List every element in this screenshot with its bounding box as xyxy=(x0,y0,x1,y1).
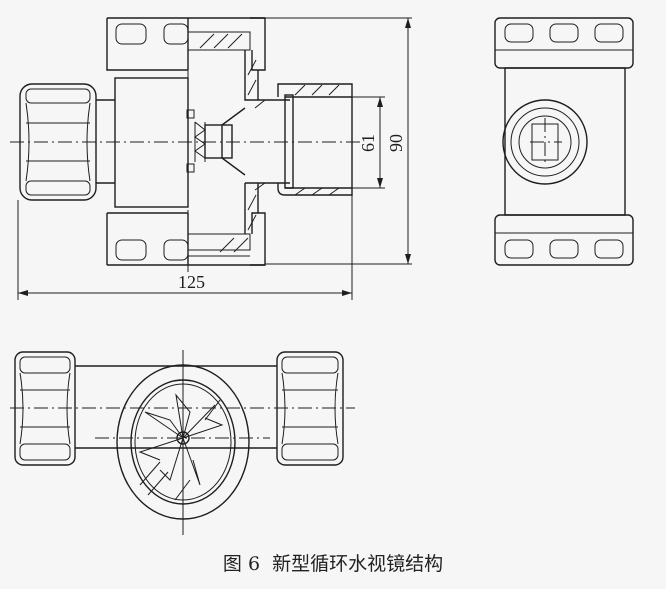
front-section-view xyxy=(10,17,362,272)
caption-number: 图 6 xyxy=(222,553,261,575)
figure-caption: 图 6 新型循环水视镜结构 xyxy=(0,549,666,576)
caption-title: 新型循环水视镜结构 xyxy=(272,553,444,575)
dim-overall-length: 125 xyxy=(178,272,205,292)
side-view xyxy=(494,17,634,266)
top-view xyxy=(10,350,355,535)
dim-bore-diameter: 61 xyxy=(358,134,378,152)
dimensions: 125 61 90 xyxy=(17,17,412,300)
dim-body-height: 90 xyxy=(386,134,406,152)
